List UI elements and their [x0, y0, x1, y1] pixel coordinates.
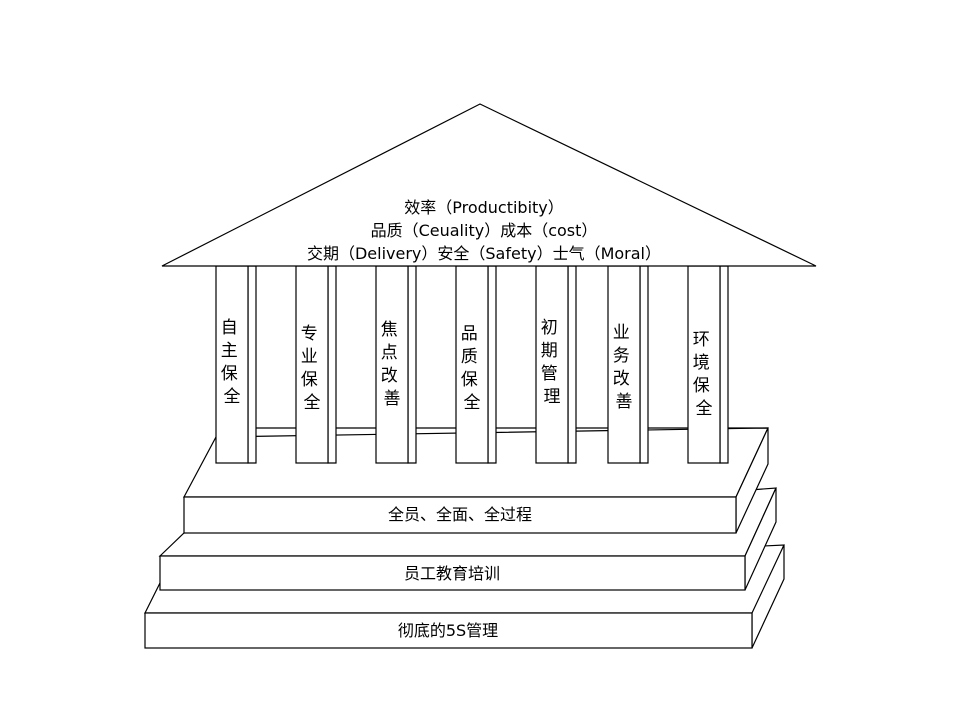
- pillar-7-side: [719, 265, 729, 464]
- step-1-front-face: [183, 496, 737, 534]
- step-1-label: 全员、全面、全过程: [388, 505, 532, 524]
- pillar-4: 品 质 保 全: [455, 265, 497, 464]
- roof: 效率（Productibity） 品质（Ceuality）成本（cost） 交期…: [161, 103, 817, 267]
- pillar-6-front: [607, 265, 641, 464]
- step-2-front-face: [159, 555, 746, 591]
- pillar-1-label: 自 主 保 全: [221, 318, 243, 407]
- roof-line-2: 品质（Ceuality）成本（cost）: [371, 221, 598, 240]
- pillar-6: 业 务 改 善: [607, 265, 649, 464]
- pillar-4-label: 品 质 保 全: [461, 324, 483, 413]
- pillar-7-front: [687, 265, 721, 464]
- pillar-4-front: [455, 265, 489, 464]
- pillar-3-label: 焦 点 改 善: [381, 320, 403, 409]
- pillar-2-label: 专 业 保 全: [301, 324, 323, 413]
- pillar-5-label: 初 期 管 理: [541, 318, 563, 407]
- step-2-label: 员工教育培训: [404, 564, 500, 583]
- step-3-label: 彻底的5S管理: [398, 621, 498, 640]
- pillar-2: 专 业 保 全: [295, 265, 337, 464]
- pillar-5: 初 期 管 理: [535, 265, 577, 464]
- roof-line-1: 效率（Productibity）: [404, 198, 564, 217]
- roof-line-3: 交期（Delivery）安全（Safety）士气（Moral）: [307, 244, 661, 263]
- pillar-4-side: [487, 265, 497, 464]
- pillar-2-side: [327, 265, 337, 464]
- pillars: 自 主 保 全 专 业 保 全 焦 点 改 善: [215, 265, 729, 464]
- pillar-3-side: [407, 265, 417, 464]
- step-3-front-face: [144, 612, 753, 649]
- pillar-5-side: [567, 265, 577, 464]
- roof-triangle: [161, 103, 817, 267]
- pillar-6-label: 业 务 改 善: [613, 323, 635, 412]
- pillar-1-side: [247, 265, 257, 464]
- pillar-3-front: [375, 265, 409, 464]
- pillar-6-side: [639, 265, 649, 464]
- pillar-2-front: [295, 265, 329, 464]
- pillar-1: 自 主 保 全: [215, 265, 257, 464]
- pillar-3: 焦 点 改 善: [375, 265, 417, 464]
- pillar-7: 环 境 保 全: [687, 265, 729, 464]
- pillar-7-label: 环 境 保 全: [693, 330, 715, 419]
